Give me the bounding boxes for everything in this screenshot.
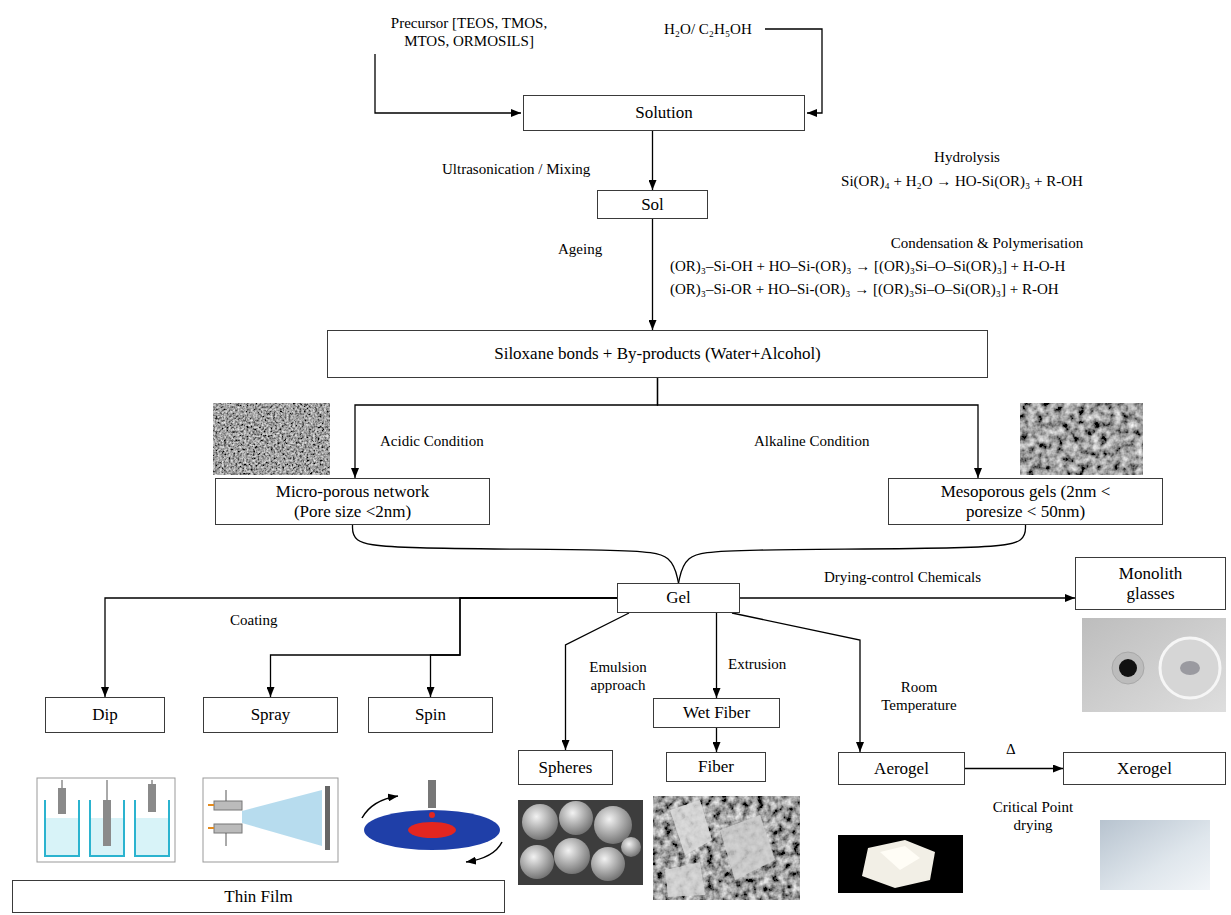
process-box: Fiber [666,752,766,782]
process-box: Mesoporous gels (2nm < poresize < 50nm) [888,478,1163,525]
edge-label: Room Temperature [872,678,966,714]
process-box: Sol [597,190,708,219]
annotation-label: (OR)₃–Si-OR + HO–Si-(OR)₃ → [(OR)₃Si–O–S… [668,280,1061,298]
process-box: Aerogel [838,752,965,785]
spin-coating-sketch [362,780,502,862]
process-box: Thin Film [12,880,505,913]
process-box: Spheres [518,750,613,785]
box-text: Fiber [698,757,734,777]
sem-image [213,403,330,475]
spray-coating-sketch [203,778,338,862]
process-box: Spin [368,697,493,733]
box-text: Sol [641,195,664,215]
box-text: Monolith glasses [1104,564,1197,603]
box-text: Thin Film [224,887,292,907]
process-box: Spray [203,697,338,733]
edge-label: Acidic Condition [378,432,486,450]
box-text: Spheres [539,758,593,778]
box-text: Dip [92,705,118,725]
connector-arrow [716,613,717,698]
connector-arrow [716,728,717,752]
edge-label: Ageing [556,240,604,258]
connector-arrow [105,598,617,697]
process-box: Siloxane bonds + By-products (Water+Alco… [327,330,988,378]
connector-arrow [652,131,653,190]
box-text: Wet Fiber [683,703,750,723]
edge-label: Ultrasonication / Mixing [440,160,592,178]
edge-label: Δ [1004,740,1018,758]
connector-arrow [740,597,1075,598]
annotation-label: Critical Point drying [975,798,1091,834]
box-text: Solution [635,103,693,123]
spheres-micrograph [518,800,643,885]
connector-arrow [732,613,860,752]
box-text: Xerogel [1117,759,1172,779]
process-box: Micro-porous network (Pore size <2nm) [215,478,490,525]
annotation-label: Hydrolysis [820,148,1114,166]
box-text: Micro-porous network (Pore size <2nm) [271,482,434,521]
connector-arrow [965,768,1063,769]
box-text: Spray [251,705,291,725]
edge-label: Emulsion approach [578,658,658,694]
annotation-label: H₂O/ C₂H₅OH [662,20,754,38]
edge-label: Extrusion [726,655,788,673]
box-text: Spin [415,705,446,725]
connector-arrow [658,378,979,478]
annotation-label: Coating [228,611,280,629]
connector-arrow [353,525,679,583]
process-box: Monolith glasses [1075,557,1226,610]
process-box: Wet Fiber [653,698,780,728]
connector-arrow [355,378,658,478]
annotation-label: (OR)₃–Si-OH + HO–Si-(OR)₃ → [(OR)₃Si–O–S… [668,257,1067,275]
edge-label: Alkaline Condition [752,432,871,450]
box-text: Siloxane bonds + By-products (Water+Alco… [494,344,821,364]
process-box: Dip [45,697,165,733]
connector-arrow [652,219,653,330]
annotation-label: Precursor [TEOS, TMOS, MTOS, ORMOSILS] [372,14,566,50]
box-text: Gel [666,588,691,608]
process-box: Xerogel [1063,752,1226,785]
dip-coating-sketch [37,778,175,862]
fiber-micrograph [653,796,800,900]
aerogel-photo [838,835,963,893]
monolith-photo [1082,618,1226,712]
annotation-label: Si(OR)₄ + H₂O → HO-Si(OR)₃ + R-OH [760,172,1164,190]
annotation-label: Condensation & Polymerisation [780,234,1194,252]
xerogel-photo [1100,820,1210,890]
input-arrow [375,54,521,113]
process-box: Gel [617,583,740,613]
sem-image [1020,403,1143,475]
box-text: Mesoporous gels (2nm < poresize < 50nm) [929,482,1122,521]
process-box: Solution [523,95,805,131]
edge-label: Drying-control Chemicals [822,568,983,586]
box-text: Aerogel [874,759,929,779]
